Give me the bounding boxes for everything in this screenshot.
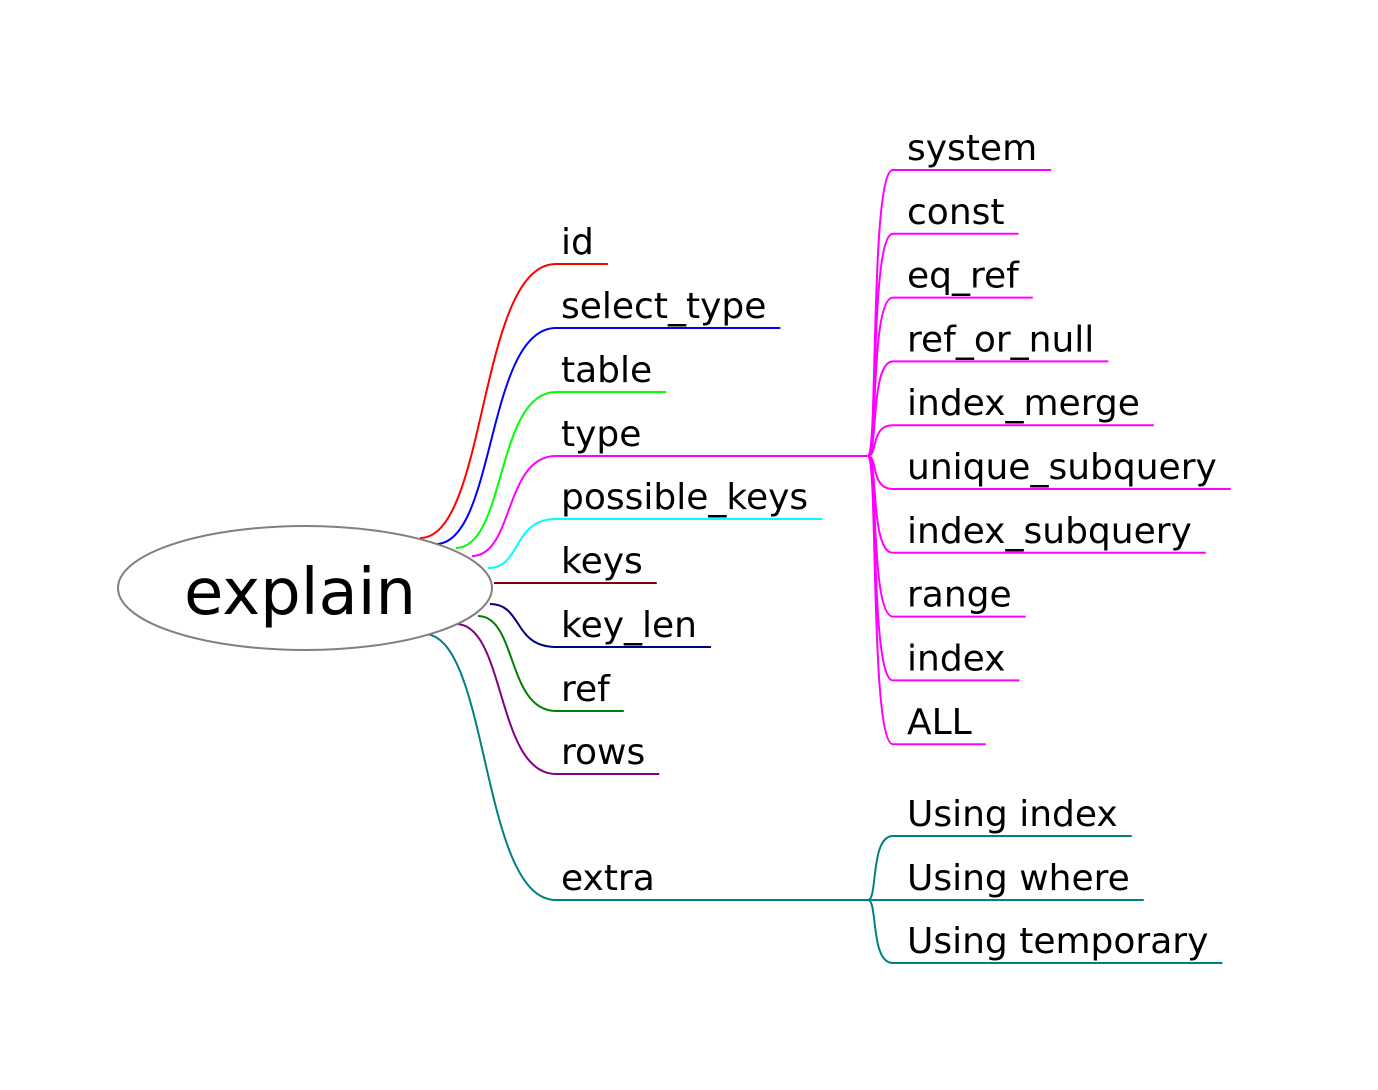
edge-extra-using-index <box>867 835 894 901</box>
edge-id <box>419 263 557 539</box>
edge-type-const <box>867 232 894 457</box>
edge-rows <box>455 623 557 775</box>
branch-ref[interactable]: ref <box>561 669 611 710</box>
child-using-temporary[interactable]: Using temporary <box>907 921 1208 962</box>
branch-type[interactable]: type <box>561 414 641 455</box>
edge-extra <box>423 633 557 901</box>
child-system[interactable]: system <box>907 128 1037 169</box>
child-using-where[interactable]: Using where <box>907 858 1130 899</box>
child-using-index[interactable]: Using index <box>907 794 1118 835</box>
edge-extra-using-temporary <box>867 899 894 964</box>
edge-type-all <box>867 455 894 746</box>
child-eq-ref[interactable]: eq_ref <box>907 256 1020 297</box>
branch-table[interactable]: table <box>561 350 652 391</box>
branch-select-type[interactable]: select_type <box>561 286 766 327</box>
edge-select-type <box>435 327 557 545</box>
child-index[interactable]: index <box>907 638 1006 679</box>
child-range[interactable]: range <box>907 575 1012 616</box>
child-ref-or-null[interactable]: ref_or_null <box>907 319 1094 360</box>
branch-keys[interactable]: keys <box>561 541 643 582</box>
child-const[interactable]: const <box>907 192 1005 233</box>
edge-possible-keys <box>487 518 557 569</box>
branch-extra[interactable]: extra <box>561 858 655 899</box>
branch-rows[interactable]: rows <box>561 732 645 773</box>
child-index-subquery[interactable]: index_subquery <box>907 511 1192 552</box>
branch-possible-keys[interactable]: possible_keys <box>561 477 808 518</box>
connector-lines <box>419 169 1231 964</box>
child-unique-subquery[interactable]: unique_subquery <box>907 447 1217 488</box>
edge-key-len <box>489 603 557 648</box>
root-node[interactable] <box>117 525 493 651</box>
branch-key-len[interactable]: key_len <box>561 605 697 646</box>
edge-type-index-merge <box>867 424 894 457</box>
edge-type-system <box>867 169 894 457</box>
branch-id[interactable]: id <box>561 222 594 263</box>
edge-type-ref-or-null <box>867 360 894 457</box>
edge-ref <box>477 615 557 712</box>
root-label: explain <box>184 556 416 630</box>
edge-table <box>455 391 557 549</box>
edge-type <box>471 455 557 557</box>
child-all[interactable]: ALL <box>907 702 972 743</box>
child-index-merge[interactable]: index_merge <box>907 383 1140 424</box>
